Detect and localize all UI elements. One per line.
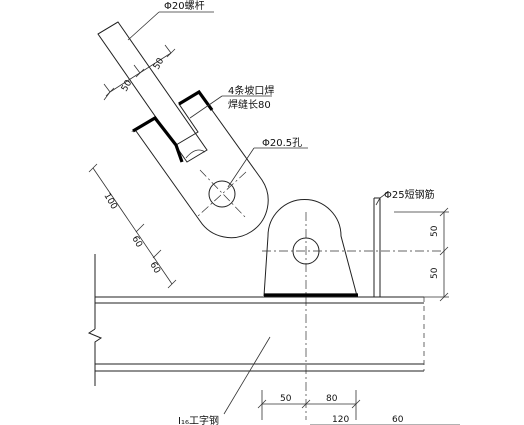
inclined-lug-hole bbox=[208, 180, 236, 208]
leader-weld bbox=[189, 95, 272, 119]
rebar-stub bbox=[373, 197, 381, 297]
leader-hole bbox=[227, 147, 308, 188]
label-weld-line2: 焊缝长80 bbox=[228, 98, 271, 111]
plate-dimension: 100 60 60 bbox=[88, 163, 177, 289]
label-rebar: Φ25短钢筋 bbox=[384, 188, 435, 201]
leader-rebar bbox=[375, 191, 389, 206]
plate-dim-60a: 60 bbox=[129, 235, 144, 250]
bottom-dim-120: 120 bbox=[332, 415, 349, 425]
threaded-rod bbox=[97, 21, 208, 163]
bevel-welds bbox=[132, 89, 214, 163]
right-dim-50a: 50 bbox=[430, 225, 440, 237]
leader-beam bbox=[223, 336, 271, 415]
bottom-dimension: 50 80 120 60 bbox=[257, 390, 460, 425]
plate-dim-60b: 60 bbox=[147, 261, 162, 276]
upright-lug-plate bbox=[262, 199, 444, 420]
right-dim-50b: 50 bbox=[430, 267, 440, 279]
plate-dim-100: 100 bbox=[101, 192, 118, 212]
bottom-dim-60: 60 bbox=[392, 415, 404, 425]
rod-dim-a: 50 bbox=[120, 78, 135, 93]
right-dimension: 50 50 bbox=[394, 207, 449, 302]
leader-rod bbox=[127, 11, 214, 41]
steel-beam bbox=[87, 254, 425, 386]
inclined-lug-plate bbox=[131, 91, 269, 239]
label-beam: I₁₆工字钢 bbox=[178, 414, 219, 425]
bottom-dim-80: 80 bbox=[326, 394, 338, 404]
rod-dim-b: 50 bbox=[152, 56, 167, 71]
label-hole: Φ20.5孔 bbox=[262, 137, 302, 149]
bottom-dim-50: 50 bbox=[280, 394, 292, 404]
label-weld-line1: 4条坡口焊 bbox=[228, 84, 274, 97]
label-rod: Φ20螺杆 bbox=[164, 0, 205, 12]
